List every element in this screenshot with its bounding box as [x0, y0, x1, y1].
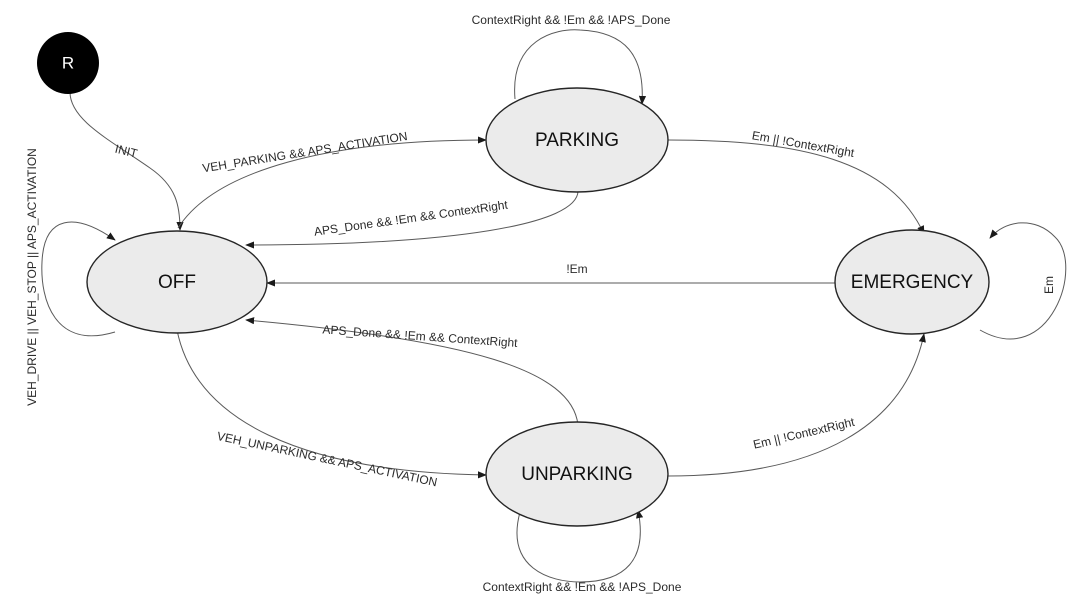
emergency-self-loop-label: Em — [1042, 276, 1056, 294]
state-off — [86, 230, 268, 334]
unparking-to-emergency-edge — [667, 333, 926, 477]
off-to-unparking-label: VEH_UNPARKING && APS_ACTIVATION — [216, 429, 439, 489]
emergency-self-loop-edge — [979, 222, 1067, 340]
parking-to-off-edge — [245, 189, 579, 249]
state-unparking-label: UNPARKING — [521, 464, 633, 485]
reset-node — [37, 32, 99, 94]
state-off-label: OFF — [158, 272, 196, 293]
state-parking — [485, 87, 669, 193]
state-parking-label: PARKING — [535, 130, 619, 151]
parking-self-loop-label: ContextRight && !Em && !APS_Done — [472, 13, 671, 27]
init-transition-edge — [69, 91, 184, 231]
unparking-self-loop-label: ContextRight && !Em && !APS_Done — [483, 580, 682, 594]
parking-to-emergency-label: Em || !ContextRight — [751, 128, 856, 160]
unparking-self-loop-edge — [516, 509, 644, 583]
off-to-parking-label: VEH_PARKING && APS_ACTIVATION — [201, 129, 408, 175]
reset-node-label: R — [62, 53, 74, 72]
off-to-parking-edge — [177, 136, 487, 229]
parking-to-emergency-edge — [667, 139, 925, 235]
state-emergency-label: EMERGENCY — [851, 272, 974, 293]
unparking-to-off-label: APS_Done && !Em && ContextRight — [322, 322, 519, 350]
parking-self-loop-edge — [514, 29, 647, 105]
off-self-loop-label: VEH_DRIVE || VEH_STOP || APS_ACTIVATION — [25, 148, 39, 406]
state-emergency — [834, 229, 990, 335]
off-to-unparking-edge — [176, 329, 487, 479]
unparking-to-off-edge — [245, 317, 579, 426]
unparking-to-emergency-label: Em || !ContextRight — [752, 415, 857, 452]
state-unparking — [485, 421, 669, 527]
emergency-to-off-label: !Em — [566, 262, 587, 276]
off-self-loop-edge — [41, 221, 116, 337]
init-transition-label: INIT — [114, 142, 140, 161]
